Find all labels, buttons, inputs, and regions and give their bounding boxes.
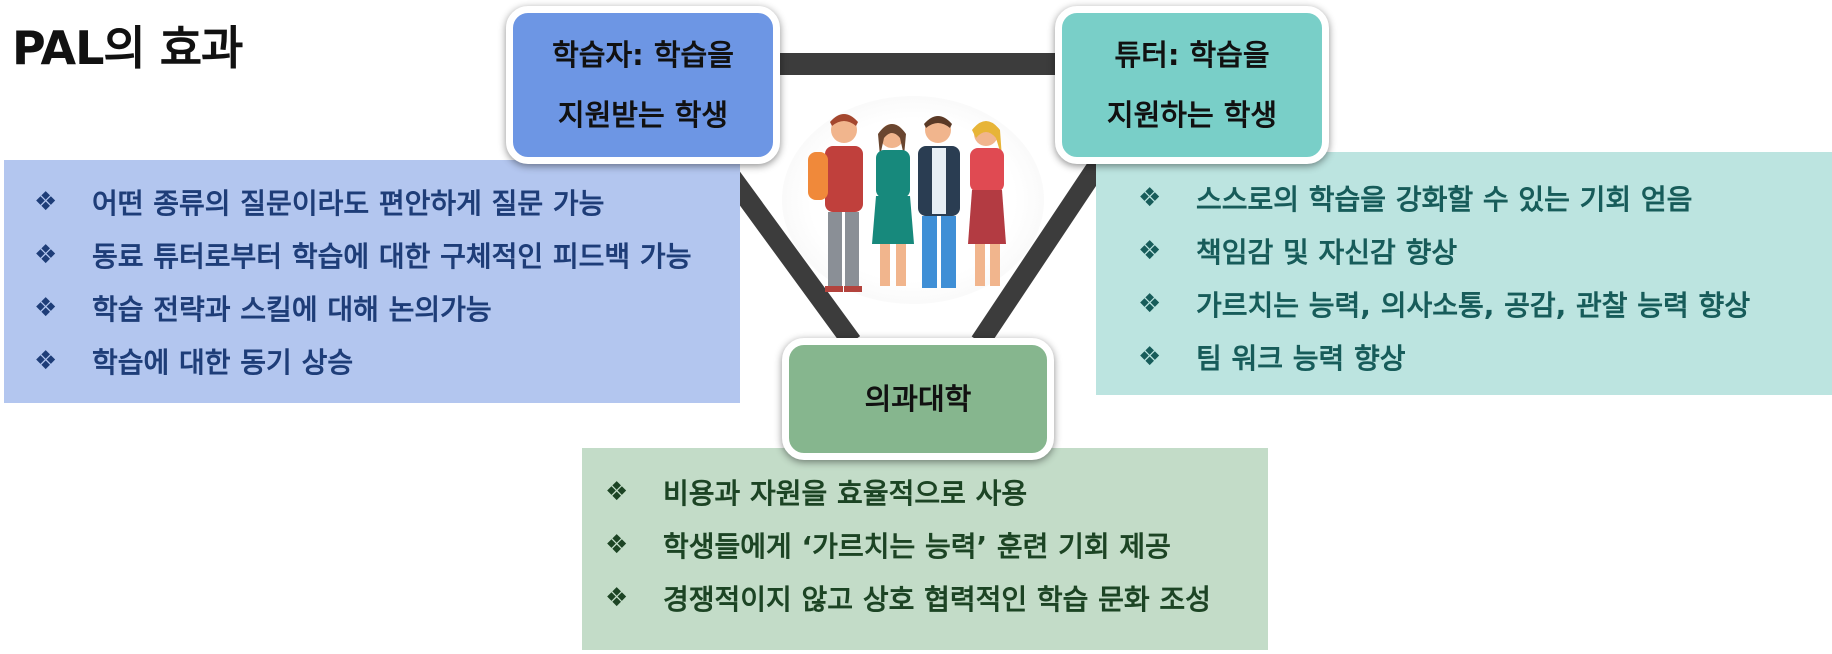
person-3-figure (918, 116, 960, 288)
tutor-benefit-text: 가르치는 능력, 의사소통, 공감, 관찰 능력 향상 (1196, 288, 1751, 322)
learner-role-box: 학습자: 학습을 지원받는 학생 (506, 6, 780, 164)
tutor-role-line1: 튜터: 학습을 (1114, 38, 1270, 72)
diamond-bullet-icon: ❖ (34, 292, 58, 323)
diamond-bullet-icon: ❖ (1138, 288, 1162, 319)
learner-benefit-item: ❖ 학습 전략과 스킬에 대해 논의가능 (34, 281, 740, 334)
school-benefit-text: 학생들에게 ‘가르치는 능력’ 훈련 기회 제공 (663, 529, 1171, 563)
tutor-benefit-text: 스스로의 학습을 강화할 수 있는 기회 얻음 (1196, 182, 1693, 216)
tutor-benefits-panel: ❖ 스스로의 학습을 강화할 수 있는 기회 얻음 ❖ 책임감 및 자신감 향상 ❖… (1096, 152, 1832, 395)
learner-benefit-text: 어떤 종류의 질문이라도 편안하게 질문 가능 (92, 186, 605, 220)
learner-benefits-panel: ❖ 어떤 종류의 질문이라도 편안하게 질문 가능 ❖ 동료 튜터로부터 학습에 대… (4, 160, 740, 403)
diamond-bullet-icon: ❖ (605, 476, 629, 507)
diamond-bullet-icon: ❖ (1138, 341, 1162, 372)
medical-school-role-box: 의과대학 (782, 338, 1054, 460)
learner-benefit-text: 학습에 대한 동기 상승 (92, 345, 354, 379)
diamond-bullet-icon: ❖ (605, 582, 629, 613)
school-benefit-item: ❖ 경쟁적이지 않고 상호 협력적인 학습 문화 조성 (605, 571, 1268, 624)
learner-benefit-text: 학습 전략과 스킬에 대해 논의가능 (92, 292, 492, 326)
diamond-bullet-icon: ❖ (1138, 182, 1162, 213)
person-2-figure (872, 124, 914, 286)
tutor-benefit-item: ❖ 팀 워크 능력 향상 (1138, 330, 1832, 383)
tutor-benefit-text: 책임감 및 자신감 향상 (1196, 235, 1458, 269)
learner-role-line1: 학습자: 학습을 (552, 38, 734, 72)
school-benefit-text: 경쟁적이지 않고 상호 협력적인 학습 문화 조성 (663, 582, 1211, 616)
learner-role-line2: 지원받는 학생 (557, 98, 729, 132)
tutor-role-line2: 지원하는 학생 (1106, 98, 1278, 132)
learner-benefit-item: ❖ 동료 튜터로부터 학습에 대한 구체적인 피드백 가능 (34, 228, 740, 281)
connector-tutor-school (971, 156, 1109, 348)
learner-benefit-item: ❖ 학습에 대한 동기 상승 (34, 334, 740, 387)
learner-benefit-text: 동료 튜터로부터 학습에 대한 구체적인 피드백 가능 (92, 239, 692, 273)
tutor-benefit-item: ❖ 스스로의 학습을 강화할 수 있는 기회 얻음 (1138, 171, 1832, 224)
diamond-bullet-icon: ❖ (34, 345, 58, 376)
school-benefits-panel: ❖ 비용과 자원을 효율적으로 사용 ❖ 학생들에게 ‘가르치는 능력’ 훈련 기회… (582, 448, 1268, 650)
page-title: PAL의 효과 (12, 21, 243, 75)
students-group-illustration (782, 96, 1044, 304)
diamond-bullet-icon: ❖ (34, 186, 58, 217)
tutor-role-box: 튜터: 학습을 지원하는 학생 (1055, 6, 1329, 164)
school-benefit-item: ❖ 비용과 자원을 효율적으로 사용 (605, 465, 1268, 518)
diamond-bullet-icon: ❖ (1138, 235, 1162, 266)
person-4-figure (968, 121, 1006, 286)
learner-benefit-item: ❖ 어떤 종류의 질문이라도 편안하게 질문 가능 (34, 175, 740, 228)
school-benefit-item: ❖ 학생들에게 ‘가르치는 능력’ 훈련 기회 제공 (605, 518, 1268, 571)
tutor-benefit-text: 팀 워크 능력 향상 (1196, 341, 1406, 375)
tutor-benefit-item: ❖ 책임감 및 자신감 향상 (1138, 224, 1832, 277)
medical-school-role-label: 의과대학 (864, 382, 972, 416)
connector-learner-school (713, 158, 861, 348)
diamond-bullet-icon: ❖ (34, 239, 58, 270)
diamond-bullet-icon: ❖ (605, 529, 629, 560)
school-benefit-text: 비용과 자원을 효율적으로 사용 (663, 476, 1028, 510)
person-1-figure (808, 114, 863, 292)
tutor-benefit-item: ❖ 가르치는 능력, 의사소통, 공감, 관찰 능력 향상 (1138, 277, 1832, 330)
